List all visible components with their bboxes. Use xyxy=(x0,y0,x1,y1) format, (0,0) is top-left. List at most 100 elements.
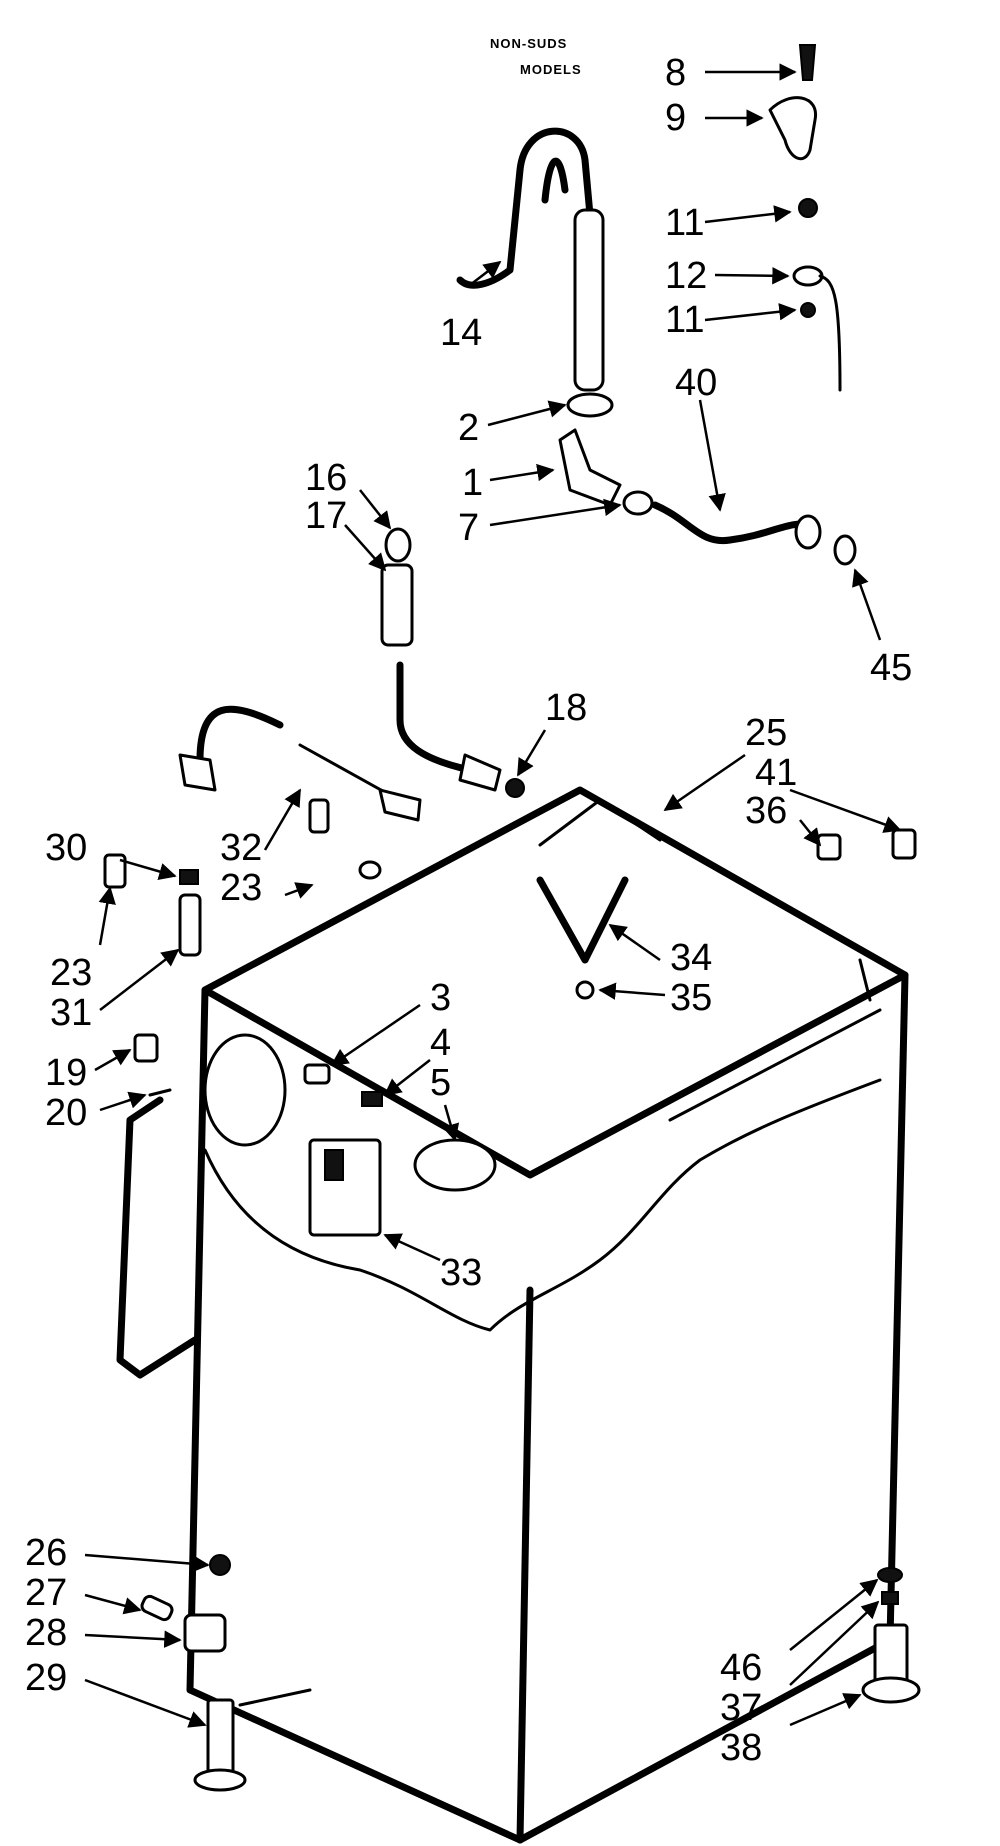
part-23-bolt-upper xyxy=(308,798,330,834)
cabinet-left-face xyxy=(186,986,524,1844)
part-45-ring xyxy=(833,534,857,566)
callout-45: 45 xyxy=(870,647,912,689)
part-40-hose xyxy=(651,501,814,545)
part-5-valve xyxy=(413,1138,497,1192)
part-29-leg-shaft xyxy=(206,1698,235,1782)
left-tube xyxy=(196,705,284,764)
callout-23b: 23 xyxy=(50,952,92,994)
part-1-elbow xyxy=(558,428,622,507)
timer-connector xyxy=(324,1149,344,1181)
leader-lines xyxy=(84,63,902,1728)
callout-9: 9 xyxy=(665,97,686,139)
callout-25: 25 xyxy=(745,712,787,754)
part-33-timer-block xyxy=(308,1138,382,1237)
part-12-washer xyxy=(792,265,824,287)
part-11-nut-lower xyxy=(800,302,816,318)
part-8-screw xyxy=(798,44,817,81)
part-11-nut-upper xyxy=(798,198,818,218)
base-bar xyxy=(238,1688,312,1707)
part-9-bracket xyxy=(768,96,817,161)
callout-14: 14 xyxy=(440,312,482,354)
part-38-leg-foot xyxy=(861,1676,921,1704)
callout-5: 5 xyxy=(430,1062,451,1104)
part-18-nut xyxy=(505,778,525,798)
part-4-clip xyxy=(361,1091,383,1107)
part-37-washer xyxy=(881,1591,899,1605)
part-46-nut xyxy=(877,1567,903,1583)
callout-46: 46 xyxy=(720,1647,762,1689)
left-tube-fitting xyxy=(178,753,217,792)
caption-line-1: NON-SUDS xyxy=(490,36,567,51)
callout-19: 19 xyxy=(45,1052,87,1094)
part-16-cap xyxy=(384,527,412,563)
callout-37: 37 xyxy=(720,1687,762,1729)
callout-35: 35 xyxy=(670,977,712,1019)
callout-41: 41 xyxy=(755,752,797,794)
right-corner-post xyxy=(858,958,872,1002)
pump-housing xyxy=(203,1033,287,1147)
callout-12: 12 xyxy=(665,255,707,297)
fill-hose-coupling xyxy=(458,753,502,792)
callout-17: 17 xyxy=(305,495,347,537)
callout-18: 18 xyxy=(545,687,587,729)
part-30-clip xyxy=(179,869,199,885)
part-20-clip xyxy=(148,1088,172,1097)
callout-34: 34 xyxy=(670,937,712,979)
part-3-fastener xyxy=(303,1063,331,1085)
part-26-nut xyxy=(209,1554,231,1576)
drain-hose-segment xyxy=(573,208,605,392)
top-inner-rail xyxy=(668,1008,882,1122)
part-19-screw xyxy=(133,1033,159,1063)
callout-1: 1 xyxy=(462,462,483,504)
callout-38: 38 xyxy=(720,1727,762,1769)
callout-31: 31 xyxy=(50,992,92,1034)
clip-ring xyxy=(358,860,382,880)
callout-20: 20 xyxy=(45,1092,87,1134)
callout-27: 27 xyxy=(25,1572,67,1614)
callout-23: 23 xyxy=(220,867,262,909)
callout-4: 4 xyxy=(430,1022,451,1064)
callout-40: 40 xyxy=(675,362,717,404)
part-36-cap xyxy=(816,833,842,861)
callout-11b: 11 xyxy=(665,299,704,341)
cabinet-right-face xyxy=(516,971,909,1844)
callout-30: 30 xyxy=(45,827,87,869)
cabinet-front-edge xyxy=(516,1286,534,1844)
callout-28: 28 xyxy=(25,1612,67,1654)
cabinet xyxy=(116,786,909,1844)
part-34-spring xyxy=(536,876,629,964)
hose-40-fitting xyxy=(794,514,822,550)
callout-7: 7 xyxy=(458,507,479,549)
callout-26: 26 xyxy=(25,1532,67,1574)
part-31-switch xyxy=(178,893,202,957)
callout-labels: 8 9 11 12 11 14 40 2 1 7 16 17 45 18 25 … xyxy=(25,52,912,1769)
fill-hose xyxy=(396,661,474,774)
part-14-hose-inner xyxy=(541,157,569,204)
part-29-leg-foot xyxy=(193,1768,247,1792)
cabinet-top-rim xyxy=(201,786,909,1179)
callout-11: 11 xyxy=(665,202,704,244)
callout-29: 29 xyxy=(25,1657,67,1699)
part-17-fitting xyxy=(380,563,414,647)
cabinet-cutaway-edge xyxy=(203,1078,882,1332)
callout-36: 36 xyxy=(745,790,787,832)
callout-3: 3 xyxy=(430,977,451,1019)
bracket-rod xyxy=(818,274,842,392)
rear-panel xyxy=(116,1096,199,1379)
part-32-rod xyxy=(298,743,392,797)
callout-16: 16 xyxy=(305,457,347,499)
part-2-clamp xyxy=(566,392,614,418)
part-14-hose xyxy=(456,127,594,289)
top-corner-bracket xyxy=(538,798,662,847)
part-41-plug xyxy=(891,828,917,860)
caption-line-2: MODELS xyxy=(520,62,582,77)
callout-8: 8 xyxy=(665,52,686,94)
callout-32: 32 xyxy=(220,827,262,869)
part-35-ring xyxy=(575,980,595,1000)
callout-33: 33 xyxy=(440,1252,482,1294)
callout-2: 2 xyxy=(458,407,479,449)
part-27-pin xyxy=(140,1594,174,1622)
rod-32-end xyxy=(378,788,422,822)
part-7-ring xyxy=(622,490,654,516)
